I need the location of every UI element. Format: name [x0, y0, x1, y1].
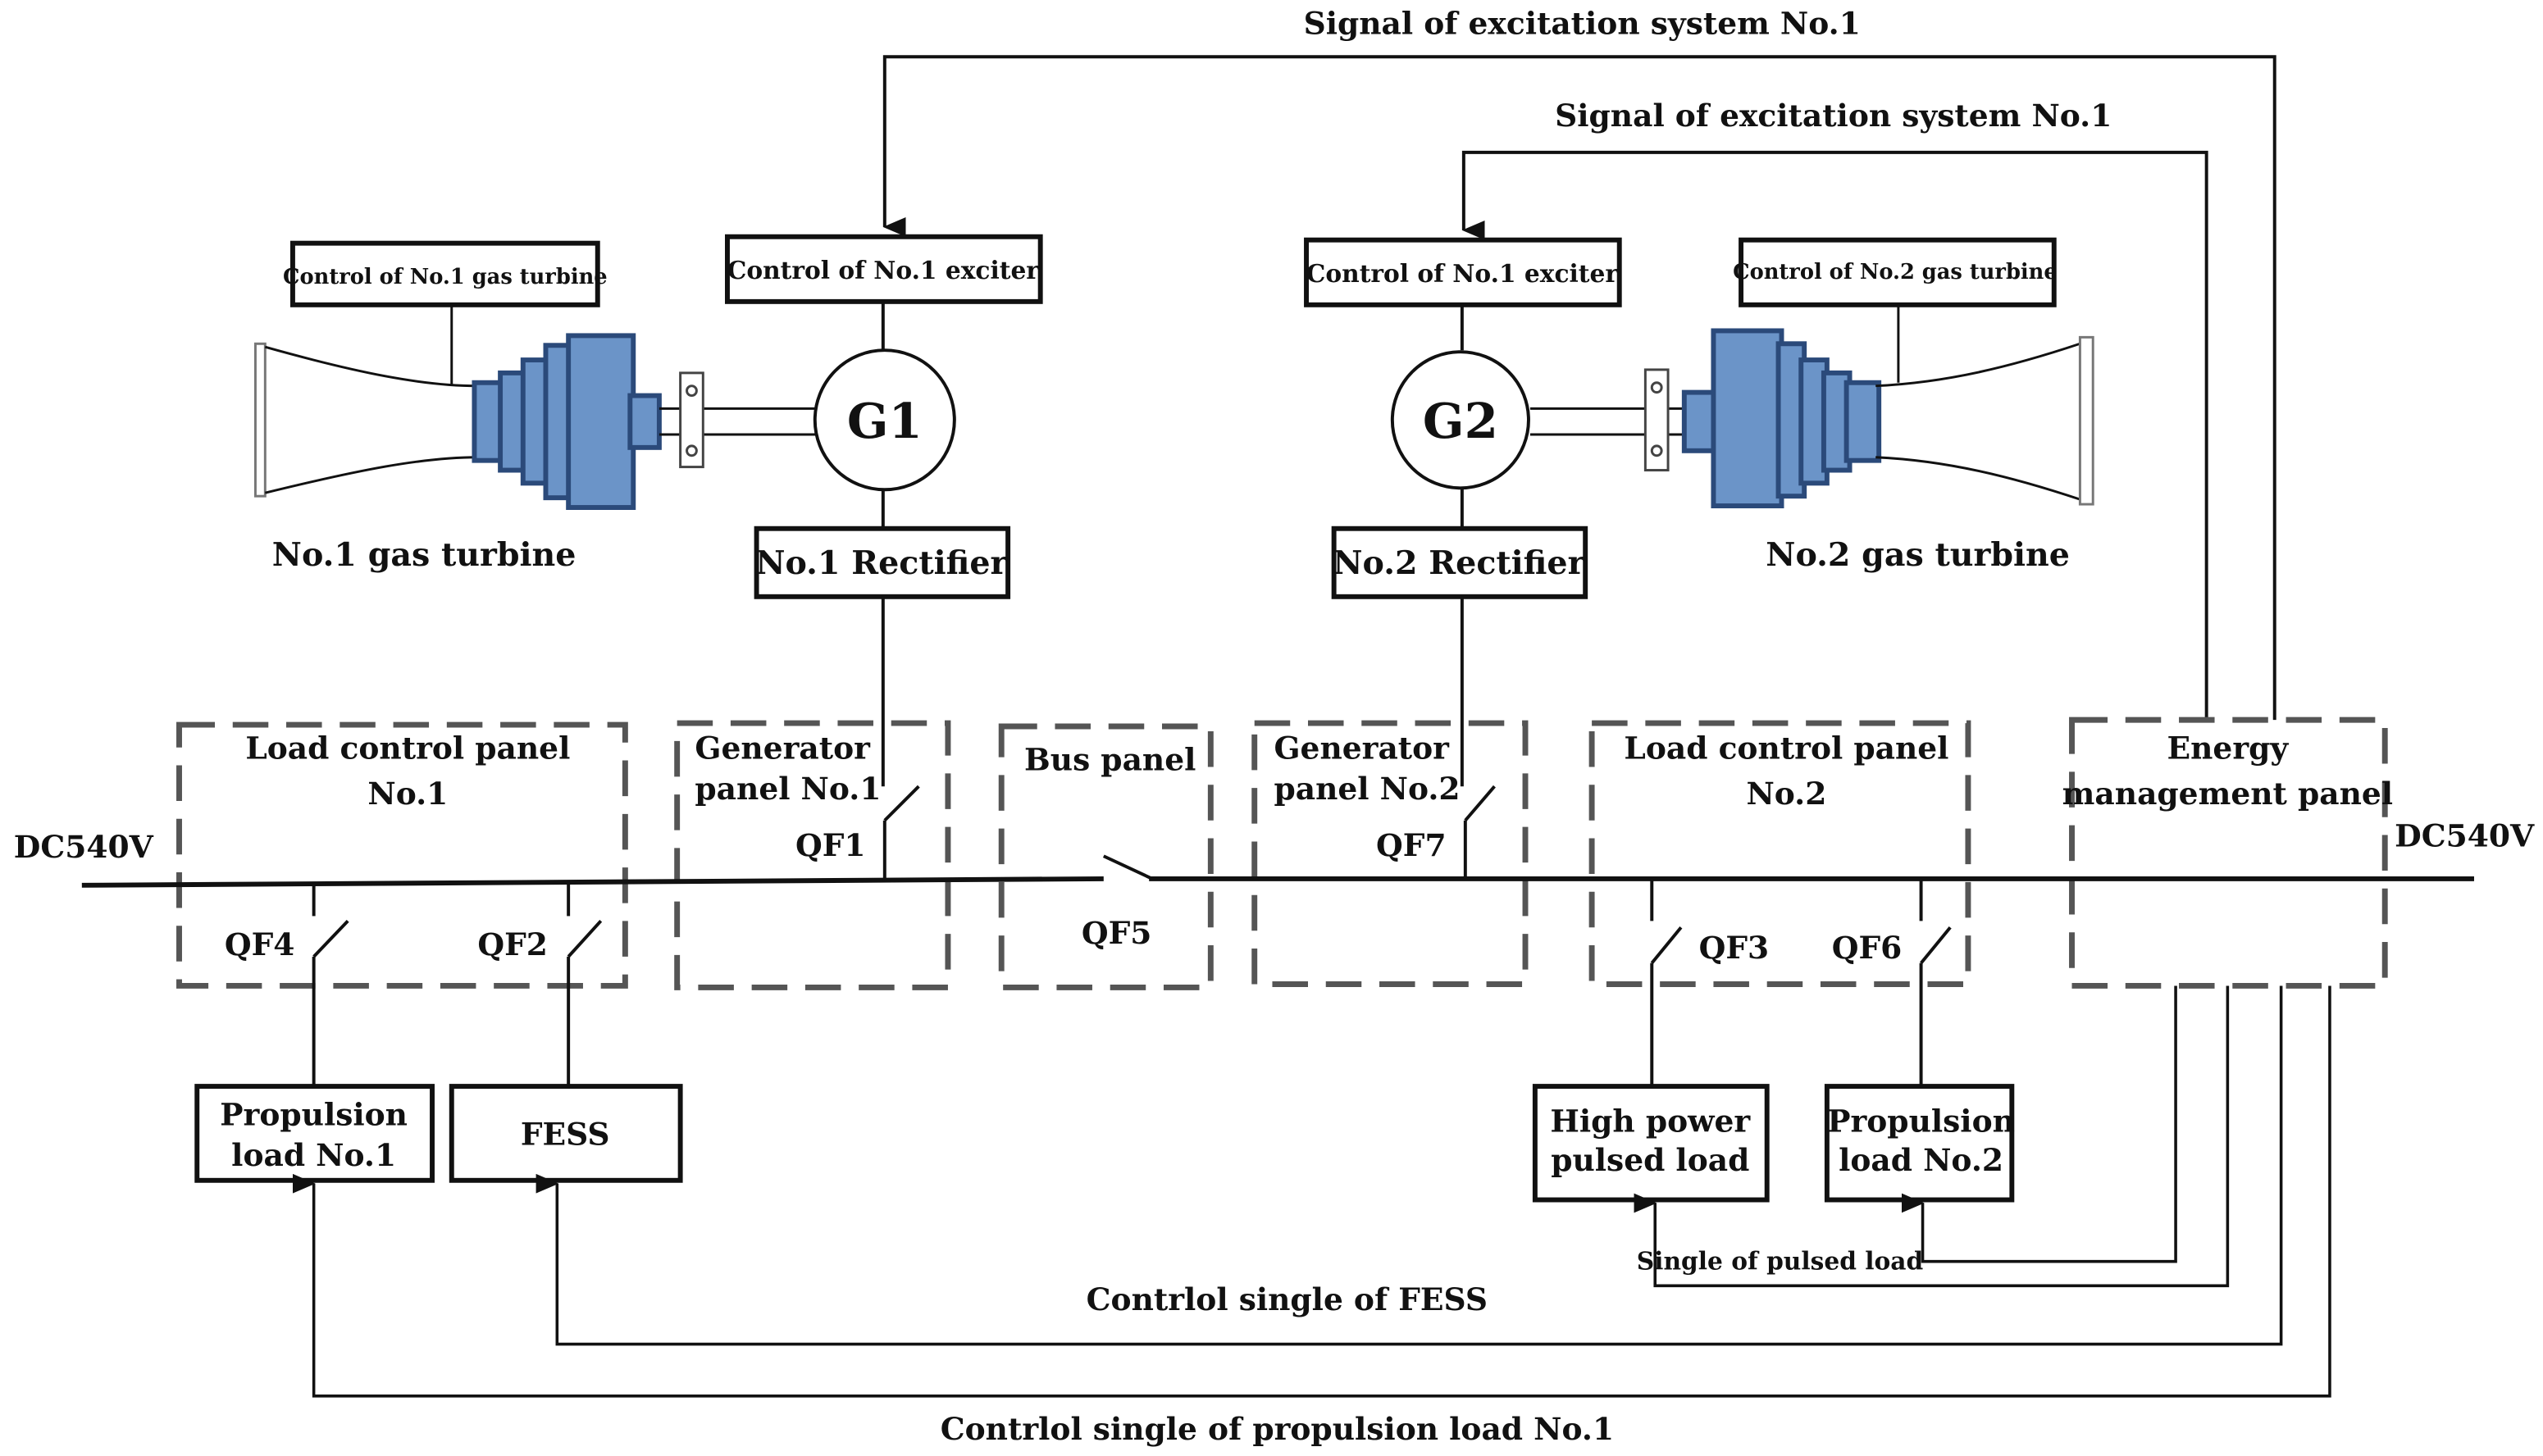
propulsion-load-1-box: Propulsion load No.1: [194, 1084, 435, 1183]
gas-turbine-1-icon: [253, 304, 817, 510]
generator-panel-2: [1251, 720, 1529, 987]
generator-panel-2-label: Generator: [1274, 730, 1450, 767]
pulsed-load-label-2: pulsed load: [1551, 1142, 1749, 1178]
pulsed-load-label: High power: [1550, 1103, 1751, 1139]
exciter-1-control-box: Control of No.1 exciter: [725, 234, 1043, 304]
propulsion-load-1-label: Propulsion: [220, 1097, 408, 1133]
energy-management-panel-label-2: management panel: [2062, 776, 2393, 812]
gas-turbine-2-label: No.2 gas turbine: [1766, 536, 2070, 574]
generator-panel-1-label-2: panel No.1: [695, 771, 881, 807]
rectifier-2-label: No.2 Rectifier: [1333, 544, 1585, 582]
breaker-qf7-label: QF7: [1376, 827, 1447, 863]
breaker-qf3-label: QF3: [1699, 930, 1770, 966]
bus-voltage-left: DC540V: [14, 829, 154, 865]
excitation-signal-2-label: Signal of excitation system No.1: [1555, 98, 2112, 134]
propulsion-load-2-label-2: load No.2: [1839, 1142, 2003, 1178]
rectifier-1-box: No.1 Rectifier: [754, 526, 1011, 599]
excitation-signal-1-line: [882, 55, 2276, 721]
gas-turbine-2-control-box: Control of No.2 gas turbine: [1733, 237, 2058, 307]
generator-panel-1: [674, 720, 951, 990]
breaker-qf6-label: QF6: [1832, 930, 1903, 966]
load-control-panel-1-label-2: No.1: [367, 776, 448, 812]
breaker-qf1: [882, 785, 920, 882]
pulsed-load-control-line: [1634, 985, 2230, 1288]
breaker-qf1-label: QF1: [795, 827, 866, 863]
generator-panel-2-label-2: panel No.2: [1274, 771, 1460, 807]
fess-signal-label: Contrlol single of FESS: [1087, 1281, 1488, 1317]
propulsion-load-1-label-2: load No.1: [231, 1137, 396, 1173]
exciter-2-control-label: Control of No.1 exciter: [1306, 259, 1619, 288]
fess-label: FESS: [521, 1116, 610, 1152]
pulsed-load-box: High power pulsed load: [1532, 1084, 1770, 1203]
gas-turbine-1-label: No.1 gas turbine: [272, 536, 577, 574]
breaker-qf4: [312, 883, 349, 1087]
gas-turbine-2-control-label: Control of No.2 gas turbine: [1733, 260, 2058, 284]
bus-voltage-right: DC540V: [2395, 817, 2535, 853]
gas-turbine-1-control-box: Control of No.1 gas turbine: [283, 240, 608, 307]
load-control-panel-2-label: Load control panel: [1624, 730, 1948, 767]
propulsion-load-2-label: Propulsion: [1827, 1103, 2015, 1139]
fess-control-line: [535, 985, 2283, 1346]
generator-g2-label: G2: [1423, 392, 1498, 449]
propulsion-2-control-line: [1901, 985, 2177, 1263]
breaker-qf2: [567, 881, 603, 1087]
load-control-panel-2: [1588, 720, 1971, 987]
propulsion-1-control-line: [292, 985, 2331, 1398]
breaker-qf7: [1463, 785, 1496, 879]
generator-g1: G1: [813, 348, 956, 492]
generator-g2: G2: [1390, 350, 1530, 490]
bus-panel-label: Bus panel: [1024, 741, 1196, 777]
bus-breaker-qf5: [1102, 854, 1153, 880]
gas-turbine-2-icon: [1529, 304, 2094, 509]
breaker-qf6: [1919, 878, 1952, 1087]
excitation-signal-1-label: Signal of excitation system No.1: [1304, 6, 1861, 42]
load-control-panel-1-label: Load control panel: [245, 730, 570, 767]
bus-panel: [998, 723, 1214, 990]
fess-box: FESS: [449, 1084, 683, 1183]
rectifier-1-label: No.1 Rectifier: [755, 544, 1008, 582]
energy-management-panel: [2069, 717, 2388, 989]
dc-bus-left: [81, 876, 1104, 888]
breaker-qf2-label: QF2: [477, 926, 548, 962]
breaker-qf5-label: QF5: [1082, 915, 1152, 951]
exciter-1-control-label: Control of No.1 exciter: [727, 256, 1040, 284]
generator-g1-label: G1: [847, 392, 923, 449]
propulsion-load-2-box: Propulsion load No.2: [1824, 1084, 2015, 1203]
gas-turbine-1-control-label: Control of No.1 gas turbine: [283, 265, 608, 289]
breaker-qf4-label: QF4: [225, 926, 295, 962]
pulsed-load-signal-label: Single of pulsed load: [1637, 1247, 1924, 1276]
rectifier-2-box: No.2 Rectifier: [1331, 526, 1588, 599]
excitation-signal-2-line: [1461, 150, 2208, 721]
energy-management-panel-label: Energy: [2167, 730, 2290, 767]
propulsion-1-signal-label: Contrlol single of propulsion load No.1: [941, 1411, 1614, 1447]
generator-panel-1-label: Generator: [695, 730, 871, 767]
breaker-qf3: [1650, 878, 1683, 1087]
load-control-panel-2-label-2: No.2: [1746, 776, 1826, 812]
exciter-2-control-box: Control of No.1 exciter: [1304, 237, 1622, 307]
load-control-panel-1: [176, 721, 628, 989]
